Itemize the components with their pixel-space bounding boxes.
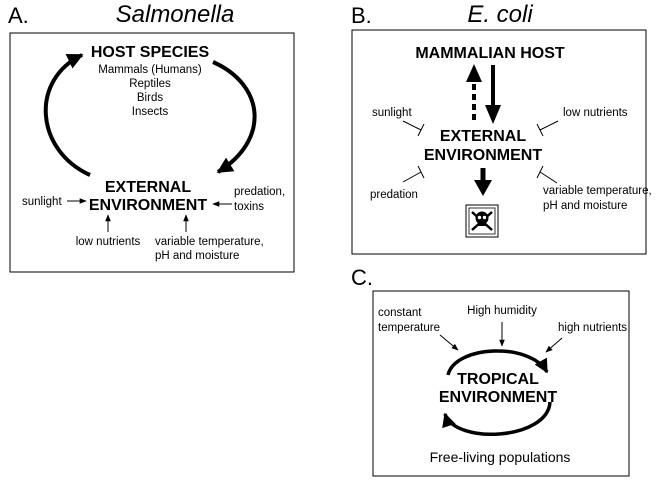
panel-a: A. Salmonella HOST SPECIES Mammals (Huma… — [8, 1, 295, 273]
host-species-heading: HOST SPECIES — [91, 44, 210, 61]
return-arrow-head — [466, 64, 482, 82]
external-environment-line1: EXTERNAL — [105, 179, 191, 196]
b-variable-inhibit-line — [539, 171, 558, 184]
cycle-arrow-left — [43, 53, 91, 177]
constant-temperature-arrow — [439, 334, 459, 351]
b-sunlight-inhibit-line — [402, 120, 422, 131]
tropical-cycle-bottom-arrow — [442, 401, 552, 436]
variable-conditions-line1: variable temperature, — [155, 236, 264, 248]
panel-b-letter: B. — [351, 3, 372, 28]
b-low-nutrients-inhibit-bar — [536, 123, 544, 137]
b-predation-label: predation — [370, 189, 418, 201]
host-item-reptiles: Reptiles — [129, 78, 171, 90]
high-nutrients-label: high nutrients — [558, 322, 627, 334]
b-low-nutrients-inhibit-line — [539, 120, 559, 131]
predation-label-line1: predation, — [234, 186, 285, 198]
b-external-environment-line2: ENVIRONMENT — [424, 147, 542, 164]
tropical-environment-line1: TROPICAL — [457, 371, 539, 388]
tropical-environment-line2: ENVIRONMENT — [439, 389, 557, 406]
b-sunlight-inhibit-bar — [417, 123, 425, 137]
variable-conditions-line2: pH and moisture — [155, 250, 239, 262]
constant-temperature-line1: constant — [378, 307, 422, 319]
panel-b: B. E. coli MAMMALIAN HOST EXTERNAL ENVIR… — [351, 1, 652, 255]
death-arrow-head — [474, 180, 492, 196]
free-living-populations-label: Free-living populations — [430, 449, 571, 465]
panel-c: C. constant temperature High humidity hi… — [351, 265, 630, 477]
external-environment-line2: ENVIRONMENT — [89, 197, 207, 214]
constant-temperature-line2: temperature — [378, 322, 440, 334]
shedding-arrow-head — [485, 105, 501, 124]
b-variable-inhibit-bar — [536, 165, 544, 179]
host-item-insects: Insects — [132, 106, 169, 118]
mammalian-host-heading: MAMMALIAN HOST — [415, 45, 565, 62]
sunlight-label: sunlight — [22, 196, 62, 208]
panel-c-letter: C. — [351, 265, 373, 290]
b-low-nutrients-label: low nutrients — [563, 107, 628, 119]
panel-b-title: E. coli — [467, 1, 533, 28]
b-variable-line1: variable temperature, — [543, 185, 652, 197]
cycle-arrow-right — [212, 60, 257, 174]
b-predation-inhibit-bar — [417, 165, 425, 179]
panel-a-letter: A. — [8, 3, 29, 28]
predation-label-line2: toxins — [234, 201, 264, 213]
b-predation-inhibit-line — [402, 171, 422, 183]
skull-crossbones-icon — [465, 204, 499, 238]
high-humidity-label: High humidity — [467, 305, 537, 317]
high-nutrients-arrow — [545, 337, 563, 353]
host-item-birds: Birds — [137, 92, 163, 104]
host-item-mammals: Mammals (Humans) — [98, 64, 202, 76]
b-variable-line2: pH and moisture — [543, 200, 627, 212]
panel-b-frame — [351, 29, 647, 255]
b-external-environment-line1: EXTERNAL — [440, 128, 526, 145]
panel-c-frame — [372, 290, 630, 477]
b-sunlight-label: sunlight — [372, 107, 412, 119]
tropical-cycle-top-arrow — [446, 349, 549, 376]
panel-a-title: Salmonella — [116, 1, 235, 28]
low-nutrients-label: low nutrients — [76, 236, 141, 248]
